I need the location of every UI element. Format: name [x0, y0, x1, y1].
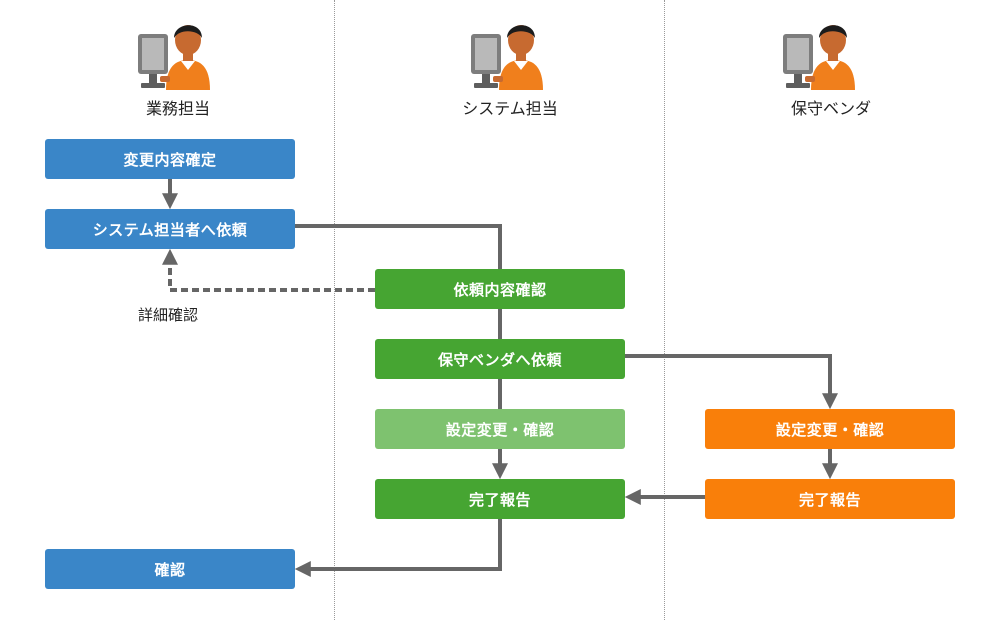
lane-title-vendor: 保守ベンダ	[790, 99, 871, 118]
lane-title-system: システム担当	[462, 99, 558, 118]
flow-arrow	[625, 354, 838, 410]
step-system-config-change: 設定変更・確認	[375, 409, 625, 449]
lane-divider	[334, 0, 335, 620]
lane-divider	[664, 0, 665, 620]
step-request-system-staff: システム担当者へ依頼	[45, 209, 295, 249]
step-request-vendor: 保守ベンダへ依頼	[375, 339, 625, 379]
detail-check-label: 詳細確認	[138, 306, 199, 324]
step-final-confirm: 確認	[45, 549, 295, 589]
operator-at-computer-icon	[471, 25, 543, 90]
operator-at-computer-icon	[783, 25, 855, 90]
step-confirm-request: 依頼内容確認	[375, 269, 625, 309]
flow-arrow	[294, 519, 502, 577]
step-confirm-changes: 変更内容確定	[45, 139, 295, 179]
step-vendor-report: 完了報告	[705, 479, 955, 519]
detail-check-dashed-arrow	[162, 248, 375, 292]
flow-line	[295, 224, 502, 269]
lane-title-business: 業務担当	[145, 99, 210, 118]
step-system-report: 完了報告	[375, 479, 625, 519]
step-vendor-config-change: 設定変更・確認	[705, 409, 955, 449]
operator-at-computer-icon	[138, 25, 210, 90]
